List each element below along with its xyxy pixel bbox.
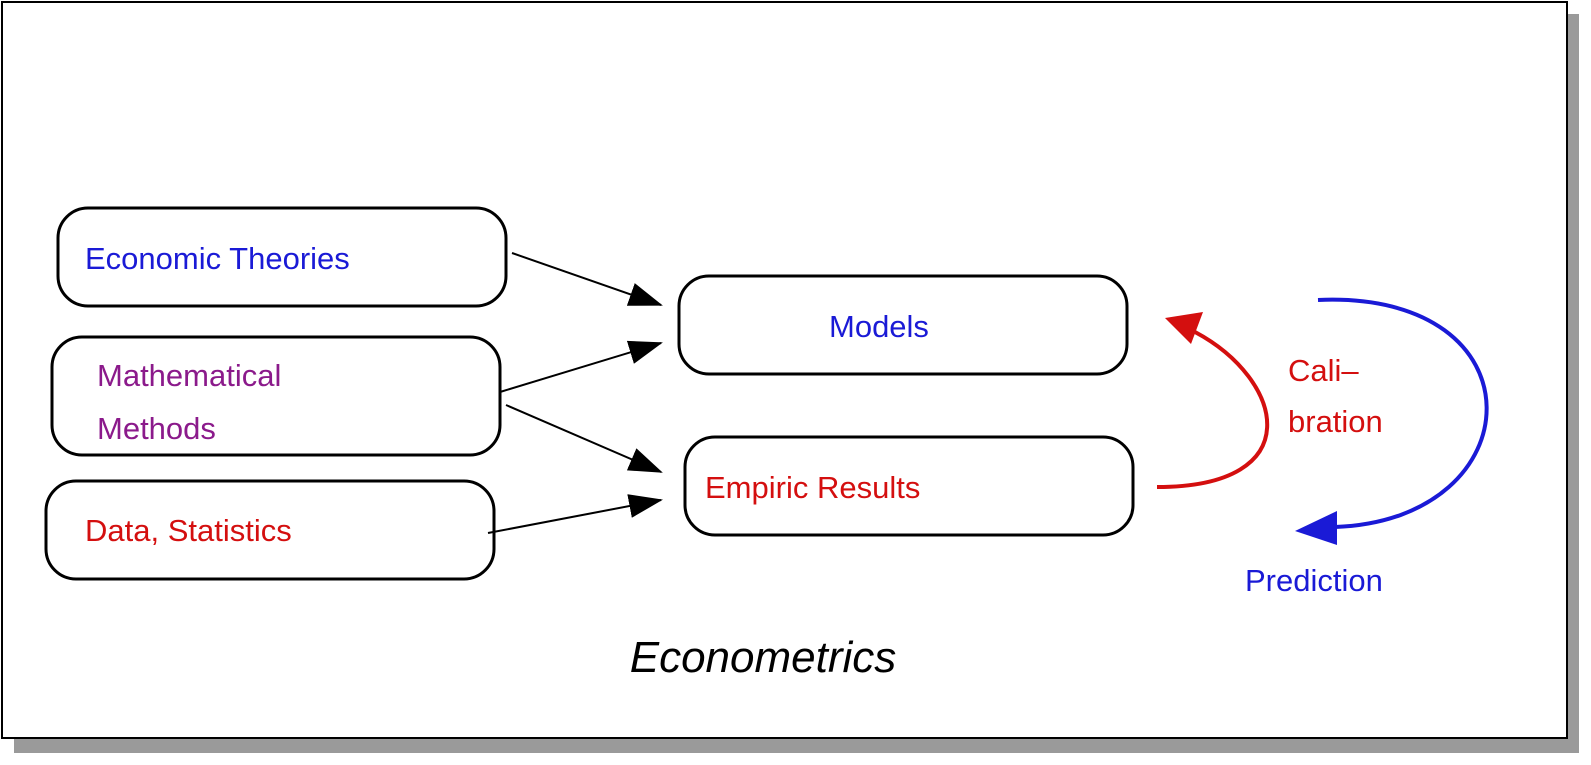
empiric-results-box	[683, 435, 1135, 537]
calibration-label-line2: bration	[1288, 404, 1383, 439]
frame	[1, 1, 1568, 739]
arrow-theories-to-models	[511, 252, 663, 306]
data-statistics-box	[44, 479, 496, 581]
economic-theories-box	[56, 206, 508, 308]
prediction-label: Prediction	[1245, 563, 1383, 598]
economic-theories-label: Economic Theories	[85, 241, 350, 276]
prediction-arrow	[1317, 297, 1489, 529]
arrow-methods-to-models	[499, 340, 663, 393]
mathematical-methods-label-line2: Methods	[97, 411, 216, 446]
calibration-label-line1: Cali–	[1288, 353, 1359, 388]
empiric-results-label: Empiric Results	[705, 470, 920, 505]
data-statistics-label: Data, Statistics	[85, 513, 292, 548]
mathematical-methods-label-line1: Mathematical	[97, 358, 281, 393]
calibration-arrowhead	[1165, 312, 1203, 344]
diagram-title: Econometrics	[630, 633, 897, 682]
arrow-data-to-results	[487, 494, 663, 534]
prediction-arrowhead	[1295, 511, 1337, 545]
calibration-arrow	[1156, 330, 1270, 489]
models-label: Models	[829, 309, 929, 344]
models-box	[677, 274, 1129, 376]
arrow-methods-to-results	[505, 404, 663, 473]
mathematical-methods-box	[50, 335, 502, 457]
